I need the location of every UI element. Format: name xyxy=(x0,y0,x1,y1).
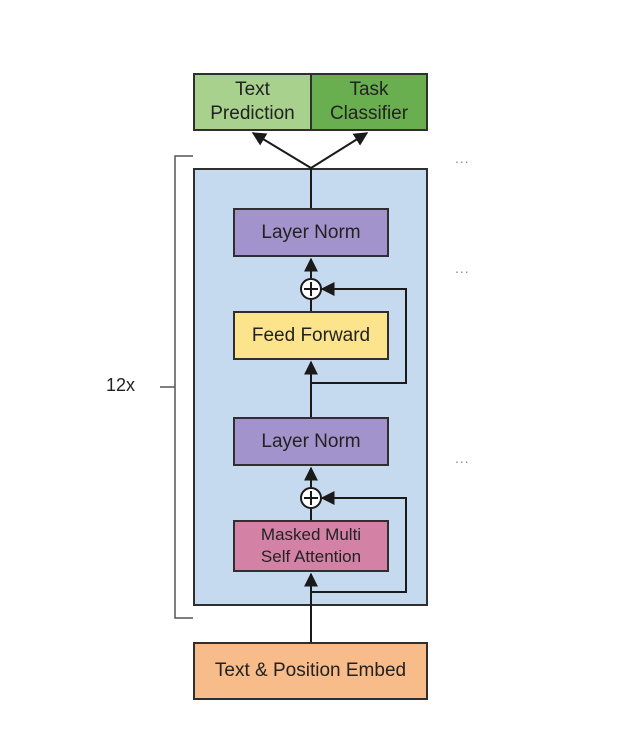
ellipsis-2: ... xyxy=(455,260,470,276)
text-position-embed-label: Text & Position Embed xyxy=(214,660,407,681)
ellipsis-1: ... xyxy=(455,150,470,166)
arrow-to-task-classifier xyxy=(310,132,369,169)
layer-norm-top-box: Layer Norm xyxy=(233,208,389,257)
layer-norm-bottom-box: Layer Norm xyxy=(233,417,389,466)
text-prediction-box: Text Prediction xyxy=(193,73,312,131)
repeat-count-label: 12x xyxy=(106,375,136,395)
add-node-top xyxy=(300,278,322,300)
repeat-bracket xyxy=(160,155,193,619)
task-classifier-label: Task Classifier xyxy=(329,79,409,124)
layer-norm-top-label: Layer Norm xyxy=(261,221,361,243)
residual-attention xyxy=(311,491,407,593)
text-position-embed-box: Text & Position Embed xyxy=(193,642,428,700)
masked-self-attention-box: Masked Multi Self Attention xyxy=(233,520,389,572)
ellipsis-3: ... xyxy=(455,450,470,466)
feed-forward-label: Feed Forward xyxy=(251,324,371,346)
feed-forward-box: Feed Forward xyxy=(233,311,389,360)
add-node-bottom xyxy=(300,487,322,509)
task-classifier-box: Task Classifier xyxy=(310,73,428,131)
arrow-to-text-prediction xyxy=(251,132,312,169)
text-prediction-label: Text Prediction xyxy=(210,79,295,124)
residual-feedforward xyxy=(311,282,407,384)
layer-norm-bottom-label: Layer Norm xyxy=(261,430,361,452)
masked-self-attention-label: Masked Multi Self Attention xyxy=(260,525,362,566)
